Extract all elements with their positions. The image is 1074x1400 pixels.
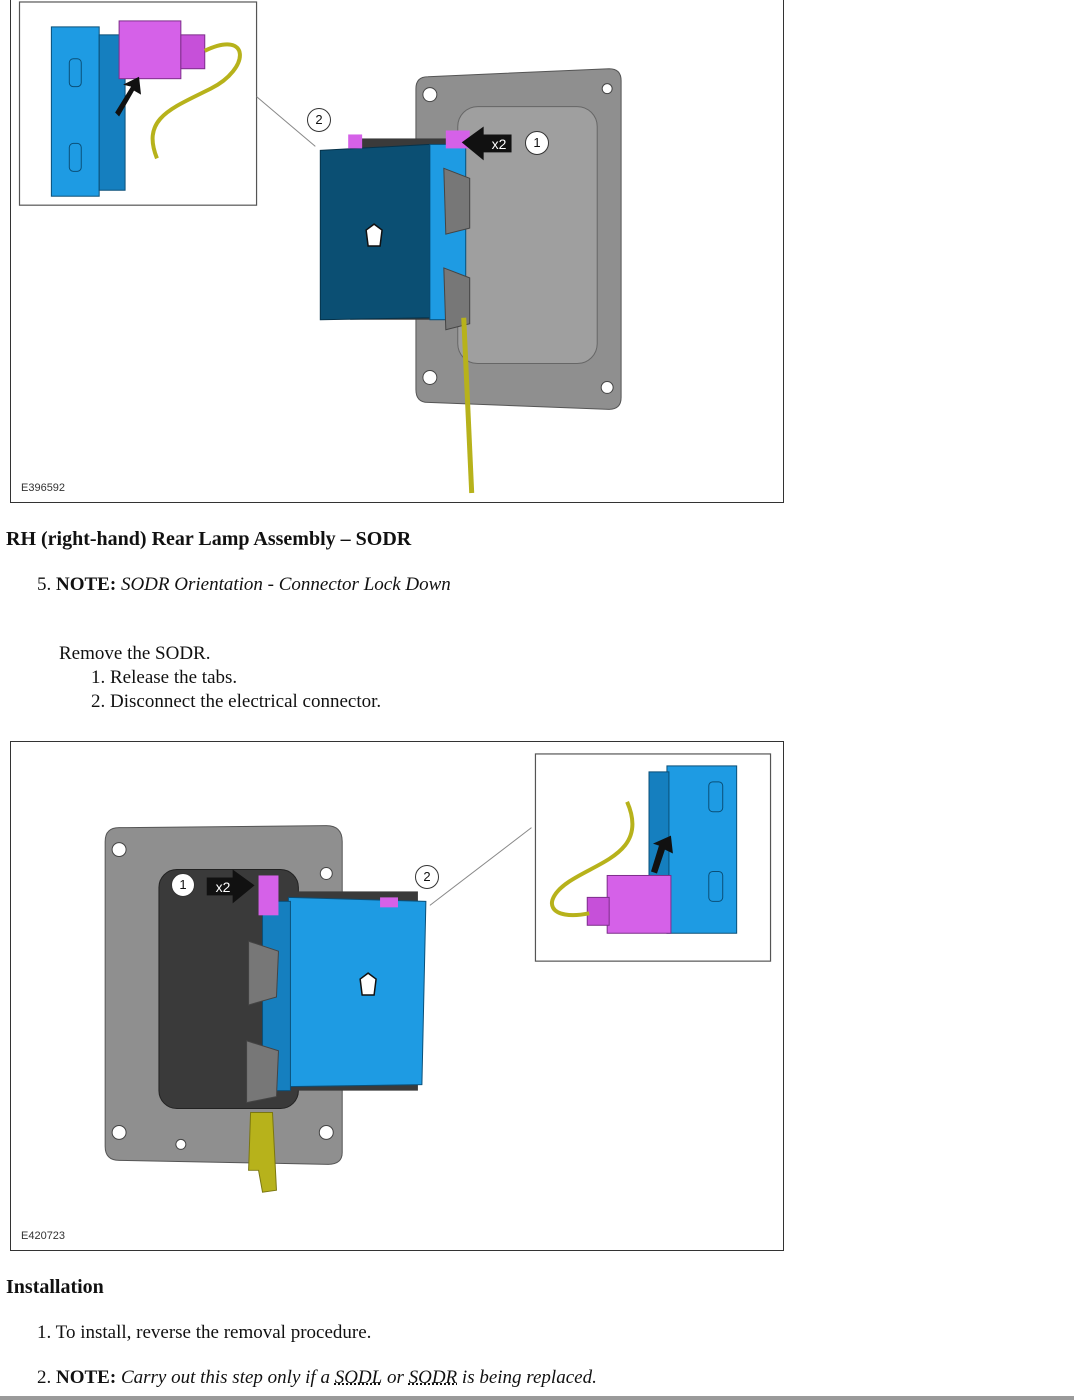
callout-2: 2 xyxy=(415,865,439,889)
step-number: 5. xyxy=(37,574,52,595)
page-divider xyxy=(0,1396,1074,1400)
callout-1: 1 xyxy=(171,873,195,897)
figure-sodl-removal: x2 2 1 E396592 xyxy=(10,0,784,503)
note-text: SODR Orientation - Connector Lock Down xyxy=(120,574,451,595)
substep-2: 2. Disconnect the electrical connector. xyxy=(91,691,382,712)
step-number: 2. xyxy=(37,1367,52,1388)
multiplier-label: x2 xyxy=(215,879,231,895)
note-text-middle: or xyxy=(386,1367,404,1388)
note-text-before: Carry out this step only if a xyxy=(120,1367,330,1388)
note-label: NOTE: xyxy=(56,574,117,595)
multiplier-label: x2 xyxy=(491,136,507,152)
section-heading: RH (right-hand) Rear Lamp Assembly – SOD… xyxy=(6,528,412,550)
callout-1: 1 xyxy=(525,131,549,155)
figure-sodr-removal: x2 1 2 E420723 xyxy=(10,741,784,1251)
figure-id: E420723 xyxy=(21,1230,66,1242)
figure-id: E396592 xyxy=(21,482,66,494)
install-step-2: 2. NOTE: Carry out this step only if a S… xyxy=(37,1367,597,1389)
note-text-after: is being replaced. xyxy=(461,1367,597,1388)
step-5-note: 5. NOTE: SODR Orientation - Connector Lo… xyxy=(37,574,451,596)
callout-2: 2 xyxy=(307,108,331,132)
abbr-sodl: SODL xyxy=(334,1367,383,1388)
note-label: NOTE: xyxy=(56,1367,117,1388)
abbr-sodr: SODR xyxy=(408,1367,458,1388)
install-step-1: 1. To install, reverse the removal proce… xyxy=(37,1322,371,1344)
sodr-illustration xyxy=(104,753,772,1193)
installation-heading: Installation xyxy=(6,1276,104,1298)
step-instruction: Remove the SODR. xyxy=(59,643,211,664)
sodl-illustration xyxy=(18,1,622,494)
step-text: To install, reverse the removal procedur… xyxy=(55,1322,372,1343)
substep-1: 1. Release the tabs. xyxy=(91,667,238,688)
step-number: 1. xyxy=(37,1322,52,1343)
